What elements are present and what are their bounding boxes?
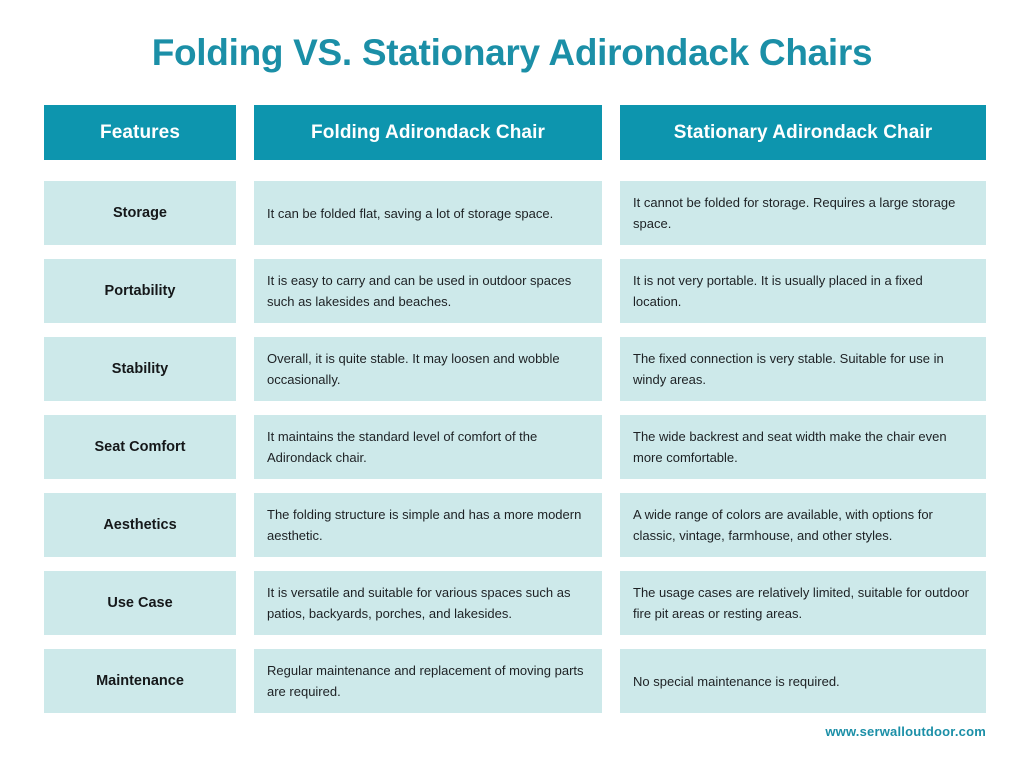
- feature-label-portability: Portability: [44, 259, 236, 323]
- header-cell-features: Features: [44, 105, 236, 160]
- table-row: Seat Comfort It maintains the standard l…: [44, 415, 986, 479]
- stationary-desc-portability-text: It is not very portable. It is usually p…: [633, 273, 923, 309]
- stationary-desc-seat-comfort: The wide backrest and seat width make th…: [620, 415, 986, 479]
- stationary-desc-portability: It is not very portable. It is usually p…: [620, 259, 986, 323]
- folding-desc-maintenance: Regular maintenance and replacement of m…: [254, 649, 602, 713]
- footer-website-url[interactable]: www.serwalloutdoor.com: [825, 724, 986, 739]
- table-row: Maintenance Regular maintenance and repl…: [44, 649, 986, 713]
- feature-label-maintenance: Maintenance: [44, 649, 236, 713]
- stationary-desc-maintenance-text: No special maintenance is required.: [633, 673, 840, 689]
- header-cell-stationary: Stationary Adirondack Chair: [620, 105, 986, 160]
- folding-desc-use-case-text: It is versatile and suitable for various…: [267, 585, 571, 621]
- folding-desc-use-case: It is versatile and suitable for various…: [254, 571, 602, 635]
- folding-desc-seat-comfort: It maintains the standard level of comfo…: [254, 415, 602, 479]
- stationary-desc-storage-text: It cannot be folded for storage. Require…: [633, 195, 956, 231]
- table-row: Storage It can be folded flat, saving a …: [44, 181, 986, 245]
- feature-label-aesthetics: Aesthetics: [44, 493, 236, 557]
- stationary-desc-storage: It cannot be folded for storage. Require…: [620, 181, 986, 245]
- page-title: Folding VS. Stationary Adirondack Chairs: [151, 32, 873, 73]
- folding-desc-portability: It is easy to carry and can be used in o…: [254, 259, 602, 323]
- folding-desc-seat-comfort-text: It maintains the standard level of comfo…: [267, 429, 538, 465]
- feature-label-storage: Storage: [44, 181, 236, 245]
- stationary-desc-stability-text: The fixed connection is very stable. Sui…: [633, 351, 944, 387]
- stationary-desc-use-case-text: The usage cases are relatively limited, …: [633, 585, 970, 621]
- folding-desc-portability-text: It is easy to carry and can be used in o…: [267, 273, 572, 309]
- table-row: Portability It is easy to carry and can …: [44, 259, 986, 323]
- header-cell-folding: Folding Adirondack Chair: [254, 105, 602, 160]
- stationary-desc-aesthetics-text: A wide range of colors are available, wi…: [633, 507, 933, 543]
- comparison-table: Features Folding Adirondack Chair Statio…: [44, 105, 986, 727]
- folding-desc-aesthetics: The folding structure is simple and has …: [254, 493, 602, 557]
- table-header-row: Features Folding Adirondack Chair Statio…: [44, 105, 986, 160]
- stationary-desc-use-case: The usage cases are relatively limited, …: [620, 571, 986, 635]
- feature-label-stability: Stability: [44, 337, 236, 401]
- stationary-desc-maintenance: No special maintenance is required.: [620, 649, 986, 713]
- feature-label-use-case: Use Case: [44, 571, 236, 635]
- folding-desc-aesthetics-text: The folding structure is simple and has …: [267, 507, 582, 543]
- stationary-desc-seat-comfort-text: The wide backrest and seat width make th…: [633, 429, 947, 465]
- folding-desc-stability: Overall, it is quite stable. It may loos…: [254, 337, 602, 401]
- table-row: Aesthetics The folding structure is simp…: [44, 493, 986, 557]
- stationary-desc-stability: The fixed connection is very stable. Sui…: [620, 337, 986, 401]
- table-row: Use Case It is versatile and suitable fo…: [44, 571, 986, 635]
- table-row: Stability Overall, it is quite stable. I…: [44, 337, 986, 401]
- folding-desc-storage: It can be folded flat, saving a lot of s…: [254, 181, 602, 245]
- feature-label-seat-comfort: Seat Comfort: [44, 415, 236, 479]
- folding-desc-maintenance-text: Regular maintenance and replacement of m…: [267, 663, 584, 699]
- folding-desc-stability-text: Overall, it is quite stable. It may loos…: [267, 351, 560, 387]
- folding-desc-storage-text: It can be folded flat, saving a lot of s…: [267, 205, 554, 221]
- stationary-desc-aesthetics: A wide range of colors are available, wi…: [620, 493, 986, 557]
